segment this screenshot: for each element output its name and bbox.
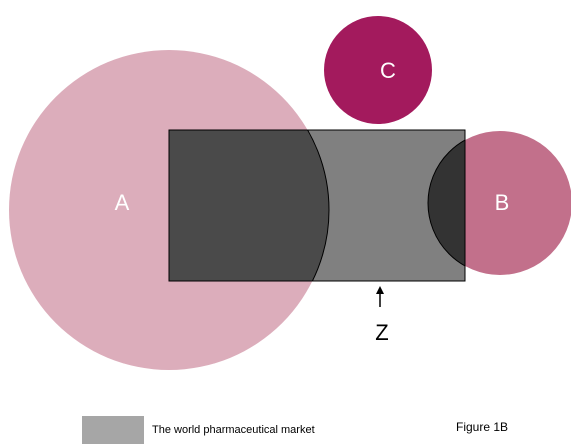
circle-b-label: B xyxy=(495,190,510,215)
legend: The world pharmaceutical market xyxy=(82,416,315,444)
circle-c xyxy=(324,16,432,124)
box-z-outline xyxy=(168,129,466,282)
circle-a-label: A xyxy=(115,190,130,215)
circle-c-label: C xyxy=(380,58,396,83)
arrow-up-icon xyxy=(376,286,384,307)
overlap-a-box xyxy=(169,130,329,281)
legend-text: The world pharmaceutical market xyxy=(152,424,315,436)
overlap-b-box xyxy=(428,140,465,266)
circle-b-outline xyxy=(427,139,465,267)
legend-swatch xyxy=(82,416,144,444)
circle-a-outline xyxy=(306,130,330,281)
figure-label: Figure 1B xyxy=(456,420,509,434)
pointer-label-z: Z xyxy=(375,320,388,345)
